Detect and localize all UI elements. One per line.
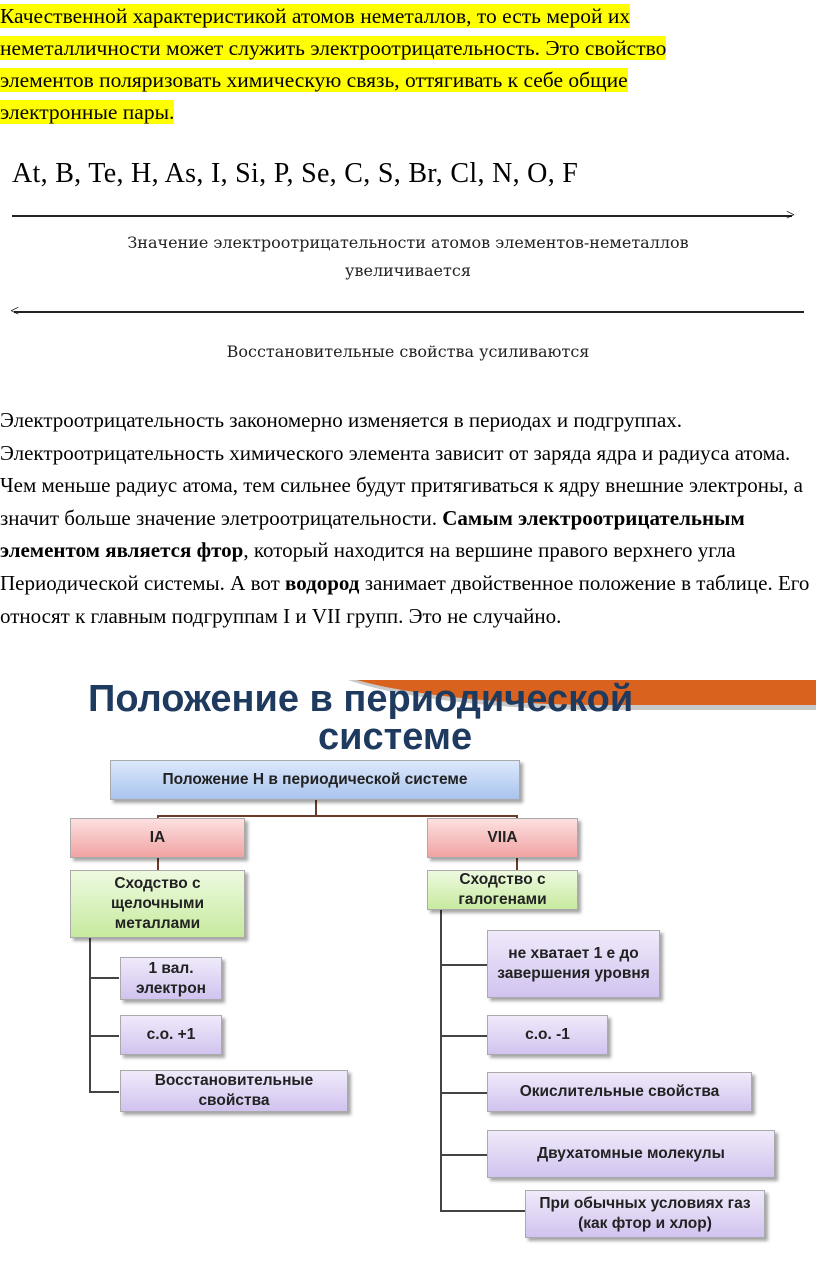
- left-item-box: 1 вал. электрон: [120, 957, 222, 1000]
- right-item-box: не хватает 1 е до завершения уровня: [487, 930, 660, 998]
- slide-title-line-1: Положение в периодической: [88, 680, 634, 720]
- right-item-box: Двухатомные молекулы: [487, 1130, 775, 1178]
- right-item-box: Окислительные свойства: [487, 1072, 752, 1112]
- left-arrow-icon: [14, 311, 804, 313]
- slide-title-line-2: системе: [318, 716, 473, 758]
- intro-line: элементов поляризовать химическую связь,…: [0, 68, 628, 92]
- left-item-box: с.о. +1: [120, 1015, 222, 1055]
- right-item-box: При обычных условиях газ (как фтор и хло…: [525, 1190, 765, 1238]
- intro-line: неметалличности может служить электроотр…: [0, 36, 667, 60]
- reducing-caption: Восстановительные свойства усиливаются: [226, 342, 590, 361]
- group-viia-box: VIIA: [427, 818, 578, 858]
- right-item-box: с.о. -1: [487, 1015, 608, 1055]
- intro-line: электронные пары.: [0, 100, 175, 124]
- intro-line: Качественной характеристикой атомов неме…: [0, 4, 631, 28]
- paragraph-text: занимает двойственное положение в таблиц…: [0, 570, 810, 628]
- electronegativity-caption: Значение электроотрицательности атомов э…: [127, 233, 689, 252]
- body-paragraph: Электроотрицательность закономерно измен…: [0, 404, 816, 632]
- right-arrowhead-icon: >: [786, 207, 796, 224]
- paragraph-text: Электроотрицательность закономерно измен…: [0, 408, 803, 530]
- halogen-similarity-box: Сходство с галогенами: [427, 870, 578, 910]
- right-arrow-icon: [12, 215, 792, 217]
- left-item-box: Восстановительные свойства: [120, 1070, 348, 1112]
- root-box: Положение Н в периодической системе: [110, 760, 520, 800]
- paragraph-bold-hydrogen: водород: [285, 570, 360, 595]
- element-series: At, B, Te, H, As, I, Si, P, Se, C, S, Br…: [12, 158, 579, 189]
- paragraph-bold-fluorine: Самым электроотрицательным элементом явл…: [0, 505, 745, 563]
- paragraph-text: , который находится на вершине правого в…: [0, 538, 736, 595]
- intro-highlighted-text: Качественной характеристикой атомов неме…: [0, 0, 816, 128]
- electronegativity-caption-2: увеличивается: [345, 261, 471, 280]
- alkali-similarity-box: Сходство с щелочными металлами: [70, 870, 245, 938]
- left-arrowhead-icon: <: [10, 303, 20, 320]
- group-ia-box: IA: [70, 818, 245, 858]
